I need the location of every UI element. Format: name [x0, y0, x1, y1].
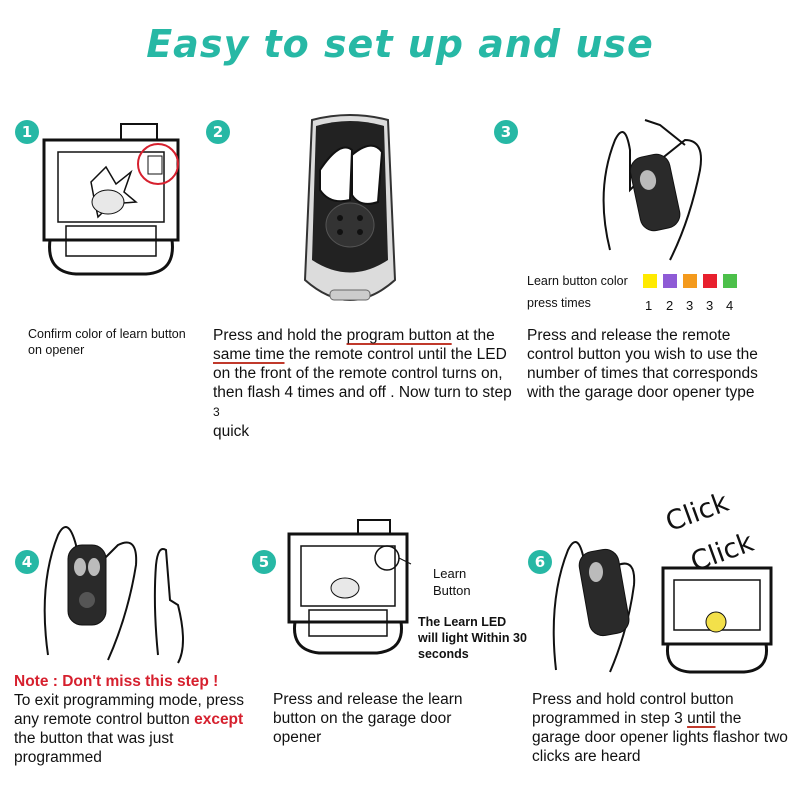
- legend-times-label: press times: [527, 296, 591, 310]
- step-2-text: Press and hold the program button at the…: [213, 327, 512, 440]
- except-word: except: [194, 711, 244, 728]
- step-3-badge: 3: [494, 120, 518, 144]
- remote-press-illustration: [290, 110, 410, 315]
- garage-opener-icon: [42, 123, 180, 276]
- note-warning: Note : Don't miss this step !: [14, 673, 219, 690]
- hold-button-illustration: [548, 510, 788, 680]
- step-1-badge: 1: [15, 120, 39, 144]
- step-2-badge: 2: [206, 120, 230, 144]
- step-6-text: Press and hold control button programmed…: [532, 691, 788, 765]
- step-1-text: Confirm color of learn button on opener: [28, 327, 186, 357]
- swatch-yellow: [643, 274, 657, 288]
- color-legend: Learn button color: [527, 270, 787, 292]
- page-title: Easy to set up and use: [146, 22, 654, 66]
- hand-remote-illustration: [590, 100, 720, 270]
- led-note: The Learn LED will light Within 30 secon…: [418, 615, 527, 661]
- step-5-badge: 5: [252, 550, 276, 574]
- exit-mode-illustration: [38, 505, 248, 665]
- times-2: 2: [666, 298, 674, 313]
- garage-opener-learn-icon: [287, 519, 412, 655]
- swatch-green: [723, 274, 737, 288]
- times-1: 1: [645, 298, 653, 313]
- learn-button-illustration: [283, 518, 413, 658]
- hand-icon: [602, 119, 702, 261]
- legend-color-label: Learn button color: [527, 274, 628, 288]
- press-times-row: press times: [527, 296, 591, 310]
- opener-illustration: [36, 122, 186, 280]
- step-4-badge: 4: [15, 550, 39, 574]
- times-4: 3: [706, 298, 714, 313]
- swatch-red: [703, 274, 717, 288]
- learn-button-label: Learn Button: [433, 566, 471, 598]
- swatch-purple: [663, 274, 677, 288]
- until-word: until: [687, 710, 716, 727]
- step-4-text: Note : Don't miss this step ! To exit pr…: [14, 672, 254, 767]
- hand-opener-icon: [552, 541, 773, 674]
- swatch-orange: [683, 274, 697, 288]
- times-5: 4: [726, 298, 734, 313]
- remote-control-icon: [303, 114, 397, 301]
- times-3: 3: [686, 298, 694, 313]
- step-5-text: Press and release the learn button on th…: [273, 691, 463, 746]
- step-6-badge: 6: [528, 550, 552, 574]
- step-3-text: Press and release the remote control but…: [527, 327, 758, 401]
- hands-remote-icon: [43, 526, 184, 664]
